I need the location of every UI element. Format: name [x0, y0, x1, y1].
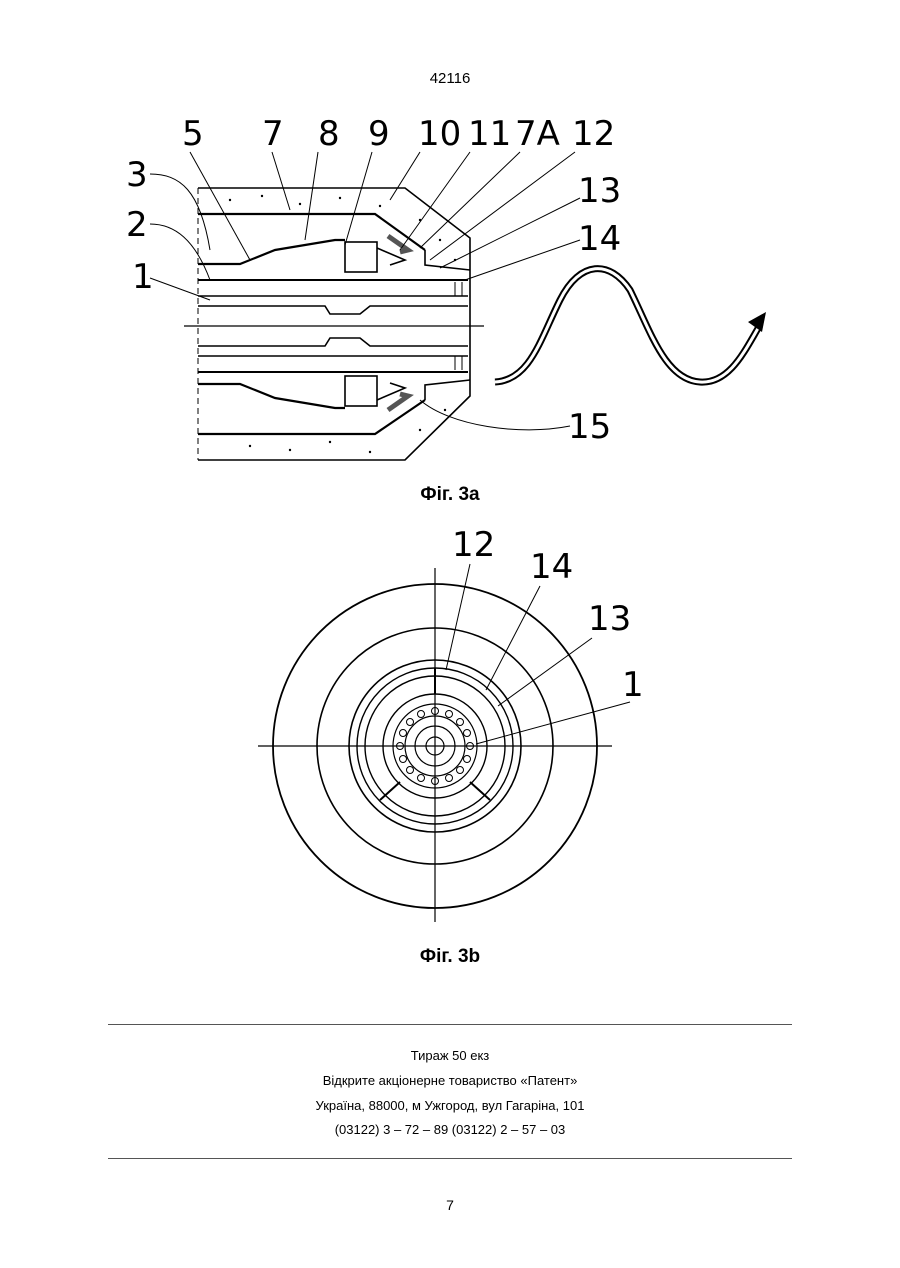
imprint-bottom-rule: [108, 1158, 792, 1159]
imprint-publisher: Відкрите акціонерне товариство «Патент»: [0, 1073, 900, 1088]
label-14: 14: [578, 219, 621, 259]
label-b-1: 1: [622, 665, 644, 705]
label-15: 15: [568, 407, 611, 447]
imprint-top-rule: [108, 1024, 792, 1025]
figure-3b-drawing: 12 14 13 1: [0, 520, 900, 930]
label-b-14: 14: [530, 547, 573, 587]
label-3: 3: [126, 155, 148, 195]
figure-3a-drawing: 5 7 8 9 10 11 7A 12 3 13 2 14 1 15: [0, 100, 900, 480]
label-b-13: 13: [588, 599, 631, 639]
label-b-12: 12: [452, 525, 495, 565]
label-5: 5: [182, 114, 204, 154]
figure-3a-caption: Фіг. 3а: [0, 484, 900, 506]
label-11: 11: [468, 114, 511, 154]
label-10: 10: [418, 114, 461, 154]
label-7: 7: [262, 114, 284, 154]
imprint-address: Україна, 88000, м Ужгород, вул Гагаріна,…: [0, 1098, 900, 1113]
label-12: 12: [572, 114, 615, 154]
label-1: 1: [132, 257, 154, 297]
label-7a: 7A: [515, 114, 560, 154]
imprint-circulation: Тираж 50 екз: [0, 1048, 900, 1063]
housing-outline: [198, 188, 470, 460]
label-8: 8: [318, 114, 340, 154]
page-number: 7: [0, 1197, 900, 1213]
label-13: 13: [578, 171, 621, 211]
figure-3b-caption: Фіг. 3b: [0, 946, 900, 968]
document-number: 42116: [0, 70, 900, 87]
imprint-phones: (03122) 3 – 72 – 89 (03122) 2 – 57 – 03: [0, 1122, 900, 1137]
label-9: 9: [368, 114, 390, 154]
label-2: 2: [126, 205, 148, 245]
